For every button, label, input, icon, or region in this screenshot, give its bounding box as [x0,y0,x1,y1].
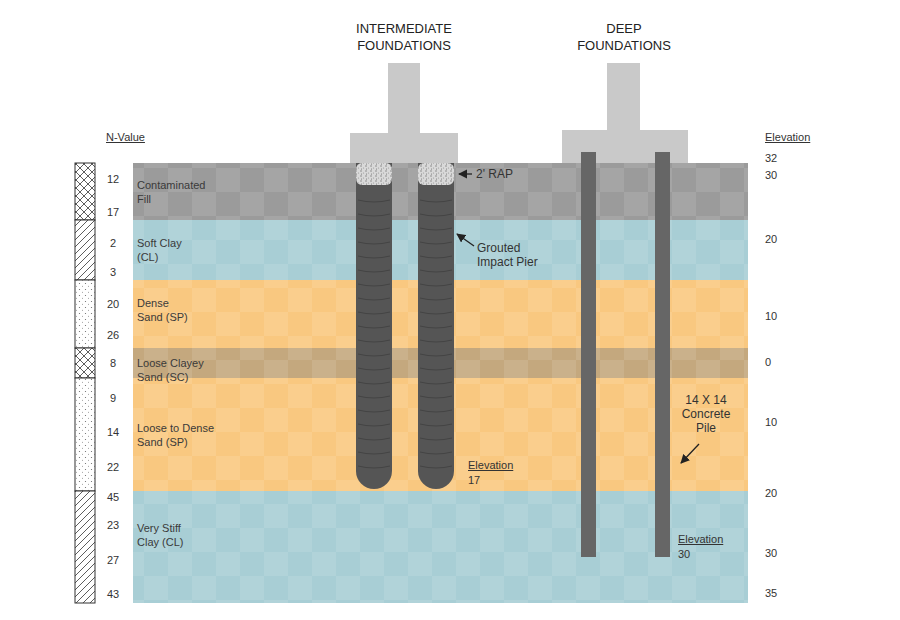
sand-layer: Loose to Dense Sand (SP) [133,378,748,491]
elevation-value: 30 [765,168,795,182]
n-value: 27 [100,553,126,567]
dense-sand-layer: Dense Sand (SP) [133,280,748,348]
callout-label: Elevation [678,532,738,546]
stiff-clay-layer: Very Stiff Clay (CL) [133,491,748,603]
callout-label: Elevation [468,458,528,472]
callout-label: Grouted Impact Pier [477,241,549,269]
elevation-value: 0 [765,355,795,369]
layer-name: Very Stiff Clay (CL) [137,521,195,549]
n-value: 2 [100,236,126,250]
clayey-sand-layer: Loose Clayey Sand (SC) [133,348,748,378]
elevation-value: 20 [765,232,795,246]
n-value: 23 [100,518,126,532]
foundation-title: DEEP FOUNDATIONS [564,20,684,54]
callout-label: 14 X 14 Concrete Pile [675,393,737,435]
n-value: 45 [100,490,126,504]
n-value: 12 [100,172,126,186]
callout-label: 30 [678,547,718,561]
layer-name: Dense Sand (SP) [137,296,195,324]
fill-layer: Contaminated Fill [133,163,748,220]
elevation-value: 10 [765,309,795,323]
elevation-value: 20 [765,486,795,500]
n-value: 20 [100,297,126,311]
n-value: 26 [100,328,126,342]
n-value: 3 [100,265,126,279]
layer-name: Contaminated Fill [137,178,219,206]
column-header: N-Value [106,130,166,144]
elevation-value: 30 [765,546,795,560]
soft-clay-layer: Soft Clay (CL) [133,220,748,280]
layer-name: Loose to Dense Sand (SP) [137,421,223,449]
boring-log [75,163,95,603]
n-value: 14 [100,425,126,439]
n-value: 17 [100,205,126,219]
callout-label: 2' RAP [476,167,536,181]
leader-arrows [457,174,699,463]
deep-foundation [562,63,688,557]
n-value: 43 [100,587,126,601]
intermediate-foundation [350,63,458,489]
elevation-value: 35 [765,586,795,600]
foundation-title: INTERMEDIATE FOUNDATIONS [344,20,464,54]
layer-name: Loose Clayey Sand (SC) [137,356,211,384]
callout-label: 17 [468,473,508,487]
elevation-value: 10 [765,415,795,429]
n-value: 8 [100,356,126,370]
n-value: 22 [100,460,126,474]
layer-name: Soft Clay (CL) [137,236,189,264]
elevation-value: 32 [765,151,795,165]
column-header: Elevation [765,130,835,144]
n-value: 9 [100,391,126,405]
